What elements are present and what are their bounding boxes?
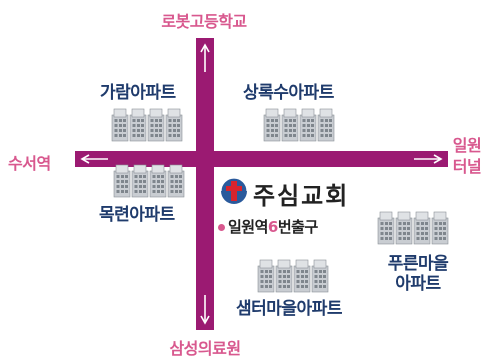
pureun-apartment-line1: 푸른마을 <box>387 254 449 274</box>
sangnok-apartment-buildings-icon <box>263 108 335 142</box>
horizontal-road <box>75 151 448 167</box>
mokryeon-apartment-buildings-icon <box>113 164 185 198</box>
saemteo-apartment-buildings-icon <box>257 259 329 293</box>
pureun-apartment-buildings-icon <box>377 211 449 245</box>
saemteo-apartment-label: 샘터마을아파트 <box>236 299 342 319</box>
vertical-road <box>196 38 214 330</box>
pureun-apartment-label: 푸른마을 아파트 <box>372 254 464 294</box>
east-arrow-icon <box>414 154 443 164</box>
exit-number: 6 <box>267 218 278 236</box>
north-destination-label: 로봇고등학교 <box>161 12 247 31</box>
west-arrow-icon <box>80 154 108 164</box>
west-destination-label: 수서역 <box>8 154 51 173</box>
exit-suffix: 번출구 <box>277 218 318 236</box>
east-destination-label: 일원 터널 <box>447 135 487 177</box>
mokryeon-apartment-label: 목련아파트 <box>99 205 175 225</box>
garam-apartment-label: 가람아파트 <box>100 83 176 103</box>
north-arrow-icon <box>200 43 210 72</box>
church-cross-logo-icon <box>220 177 248 204</box>
exit-marker-icon <box>218 224 225 231</box>
south-destination-label: 삼성의료원 <box>169 339 241 358</box>
exit-station-name: 일원역 <box>228 218 268 236</box>
east-destination-line2: 터널 <box>452 157 482 176</box>
sangnok-apartment-label: 상록수아파트 <box>243 83 334 103</box>
pureun-apartment-line2: 아파트 <box>395 274 441 294</box>
south-arrow-icon <box>200 295 210 325</box>
garam-apartment-buildings-icon <box>111 108 183 142</box>
church-name: 주심교회 <box>253 182 350 210</box>
east-destination-line1: 일원 <box>452 136 482 155</box>
station-exit-label: 일원역6번출구 <box>218 216 318 237</box>
